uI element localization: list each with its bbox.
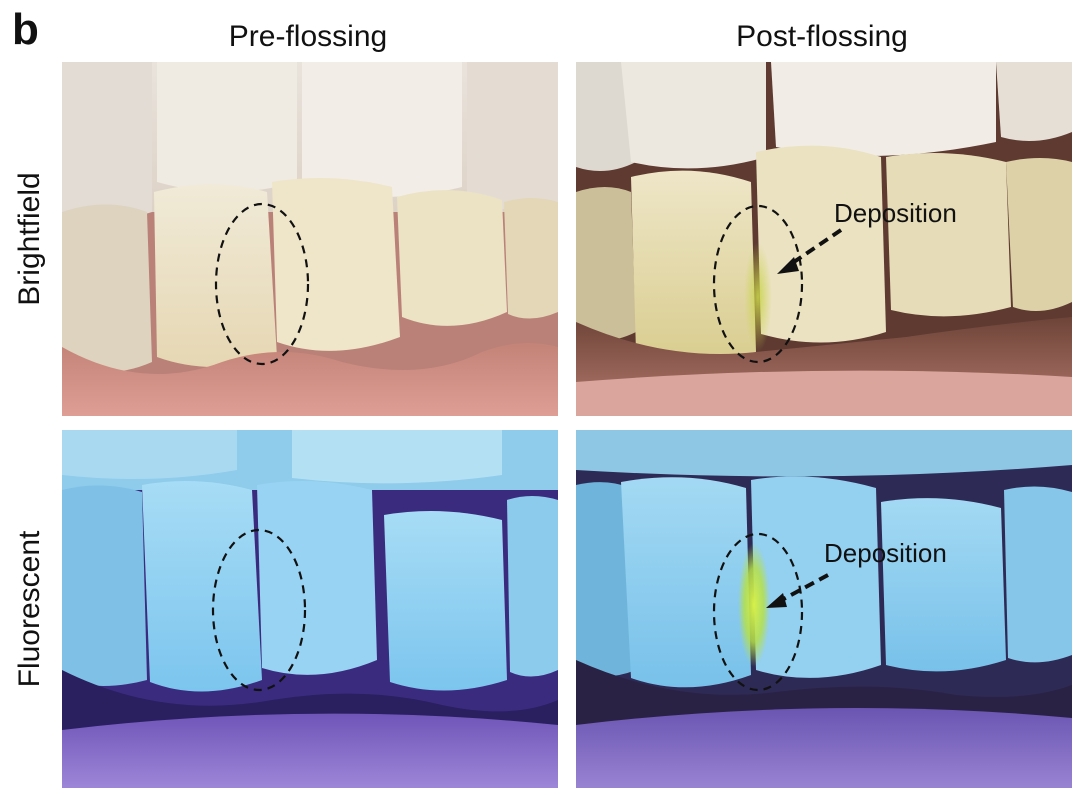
row-label-brightfield: Brightfield: [0, 62, 60, 416]
column-title-post-flossing: Post-flossing: [736, 20, 908, 53]
row-label-fluorescent: Fluorescent: [0, 430, 60, 788]
column-title-pre-flossing: Pre-flossing: [228, 20, 388, 53]
brightfield-pre-flossing-image: [62, 62, 558, 416]
fluorescent-post-flossing-photo: Deposition: [576, 430, 1072, 788]
row-label-fluorescent-text: Fluorescent: [13, 530, 46, 688]
fluorescent-pre-flossing-image: [62, 430, 558, 788]
panel-letter: b: [12, 5, 39, 54]
fluorescent-pre-flossing-photo: [62, 430, 558, 788]
brightfield-post-flossing-photo: Deposition: [576, 62, 1072, 416]
deposition-label-brightfield: Deposition: [834, 198, 957, 228]
brightfield-pre-flossing-photo: [62, 62, 558, 416]
row-label-brightfield-text: Brightfield: [13, 172, 46, 306]
deposition-label-fluorescent: Deposition: [824, 538, 947, 568]
brightfield-post-flossing-image: [576, 62, 1072, 416]
fluorescent-post-flossing-image: [576, 430, 1072, 788]
